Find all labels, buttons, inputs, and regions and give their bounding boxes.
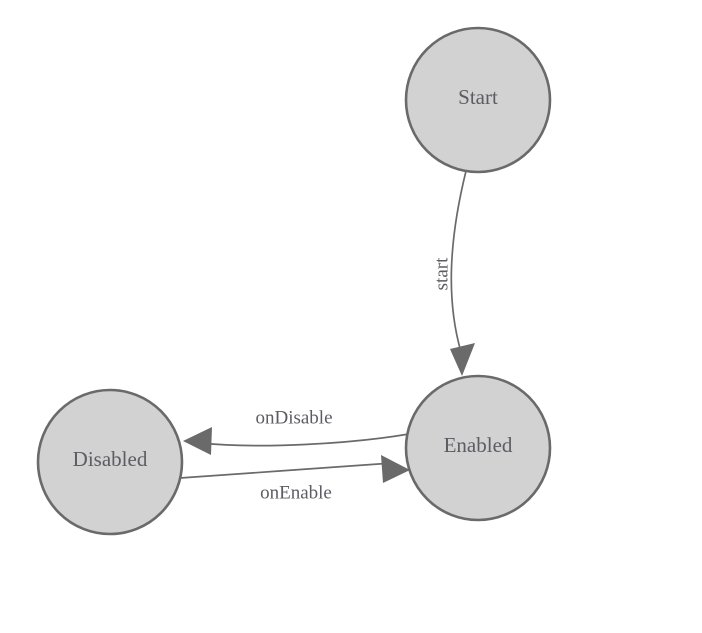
edge-start-to-enabled[interactable]: start [431,170,475,376]
node-enabled-label: Enabled [444,433,513,457]
edge-label-start: start [431,257,452,290]
node-enabled[interactable]: Enabled [404,374,552,522]
edge-label-onenable: onEnable [260,482,332,503]
edge-label-ondisable: onDisable [255,407,332,428]
edge-disabled-to-enabled[interactable]: onEnable [179,455,410,503]
edge-path-disabled-to-enabled [179,462,393,479]
node-disabled-label: Disabled [73,447,148,471]
node-start-label: Start [458,85,498,109]
arrowhead-right-icon [381,455,410,483]
node-disabled[interactable]: Disabled [36,388,184,536]
node-enabled-circle [404,374,552,522]
node-start-circle [404,26,552,174]
edge-enabled-to-disabled[interactable]: onDisable [183,407,410,455]
arrowhead-down-icon [450,343,475,376]
node-start[interactable]: Start [404,26,552,174]
edge-path-enabled-to-disabled [199,433,410,447]
edge-path-start-to-enabled [450,170,467,353]
node-disabled-circle [36,388,184,536]
arrowhead-left-icon [183,427,212,455]
